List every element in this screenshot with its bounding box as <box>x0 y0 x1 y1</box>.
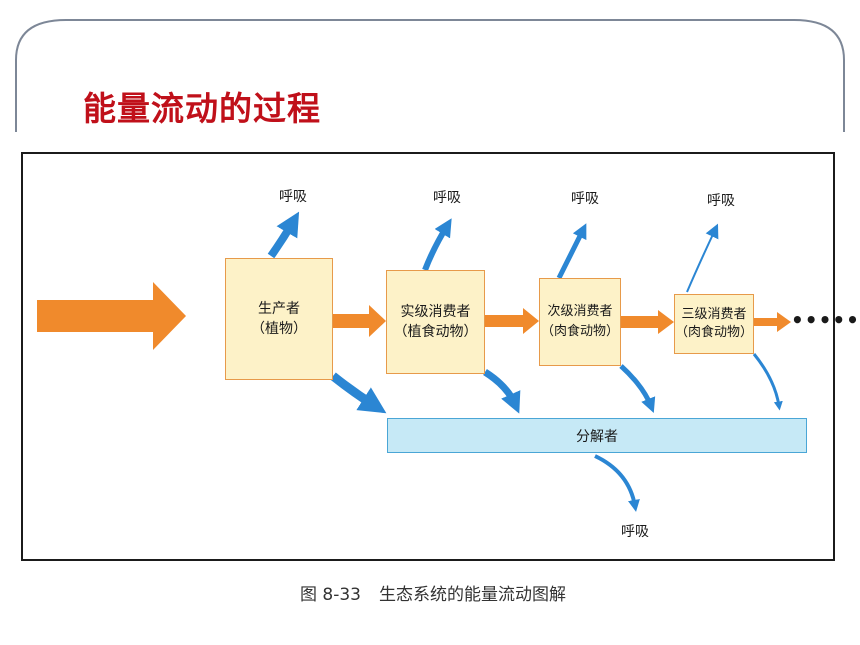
slide-title: 能量流动的过程 <box>83 89 321 128</box>
respiration-arrow-2 <box>422 218 452 272</box>
respiration-arrow-1 <box>267 211 300 259</box>
respiration-label-2: 呼吸 <box>433 190 461 206</box>
node-primary-sub: （植食动物） <box>393 324 478 340</box>
node-secondary-name: 次级消费者 <box>547 304 613 319</box>
node-tertiary-name: 三级消费者 <box>681 307 747 322</box>
node-secondary-sub: （肉食动物） <box>540 324 619 339</box>
node-tertiary-sub: （肉食动物） <box>675 325 754 340</box>
flow-arrow-2 <box>485 308 539 334</box>
node-secondary-consumer: 次级消费者 （肉食动物） <box>539 278 621 366</box>
figure-caption: 图 8-33 生态系统的能量流动图解 <box>300 580 584 605</box>
node-producer: 生产者 （植物） <box>225 258 333 380</box>
decomposer-arrow-2 <box>483 369 521 414</box>
respiration-label-1: 呼吸 <box>279 189 307 205</box>
node-decomposer: 分解者 <box>387 418 807 453</box>
node-primary-consumer: 实级消费者 （植食动物） <box>386 270 485 374</box>
figure-caption-text: 生态系统的能量流动图解 <box>379 585 566 605</box>
flow-arrow-3 <box>621 310 674 334</box>
respiration-arrow-5 <box>594 454 640 512</box>
energy-flow-diagram: 生产者 （植物） 实级消费者 （植食动物） 次级消费者 （肉食动物） 三级消费者… <box>21 152 860 561</box>
flow-arrow-1 <box>333 305 386 337</box>
respiration-arrow-4 <box>686 223 719 293</box>
node-tertiary-consumer: 三级消费者 （肉食动物） <box>674 294 754 354</box>
respiration-label-3: 呼吸 <box>571 191 599 207</box>
input-energy-arrow <box>37 282 186 350</box>
decomposer-arrow-4 <box>752 353 783 411</box>
node-producer-name: 生产者 <box>258 301 300 317</box>
figure-number: 图 8-33 <box>300 585 361 605</box>
flow-arrow-4 <box>754 312 791 332</box>
continuation-dots: •••••• <box>791 308 860 332</box>
decomposer-arrow-1 <box>330 372 387 414</box>
respiration-label-4: 呼吸 <box>707 193 735 209</box>
decomposer-arrow-3 <box>619 364 656 413</box>
node-producer-sub: （植物） <box>251 321 307 337</box>
respiration-label-5: 呼吸 <box>621 524 649 540</box>
respiration-arrow-3 <box>556 223 587 280</box>
arrow-layer <box>37 211 791 512</box>
node-primary-name: 实级消费者 <box>400 304 471 320</box>
